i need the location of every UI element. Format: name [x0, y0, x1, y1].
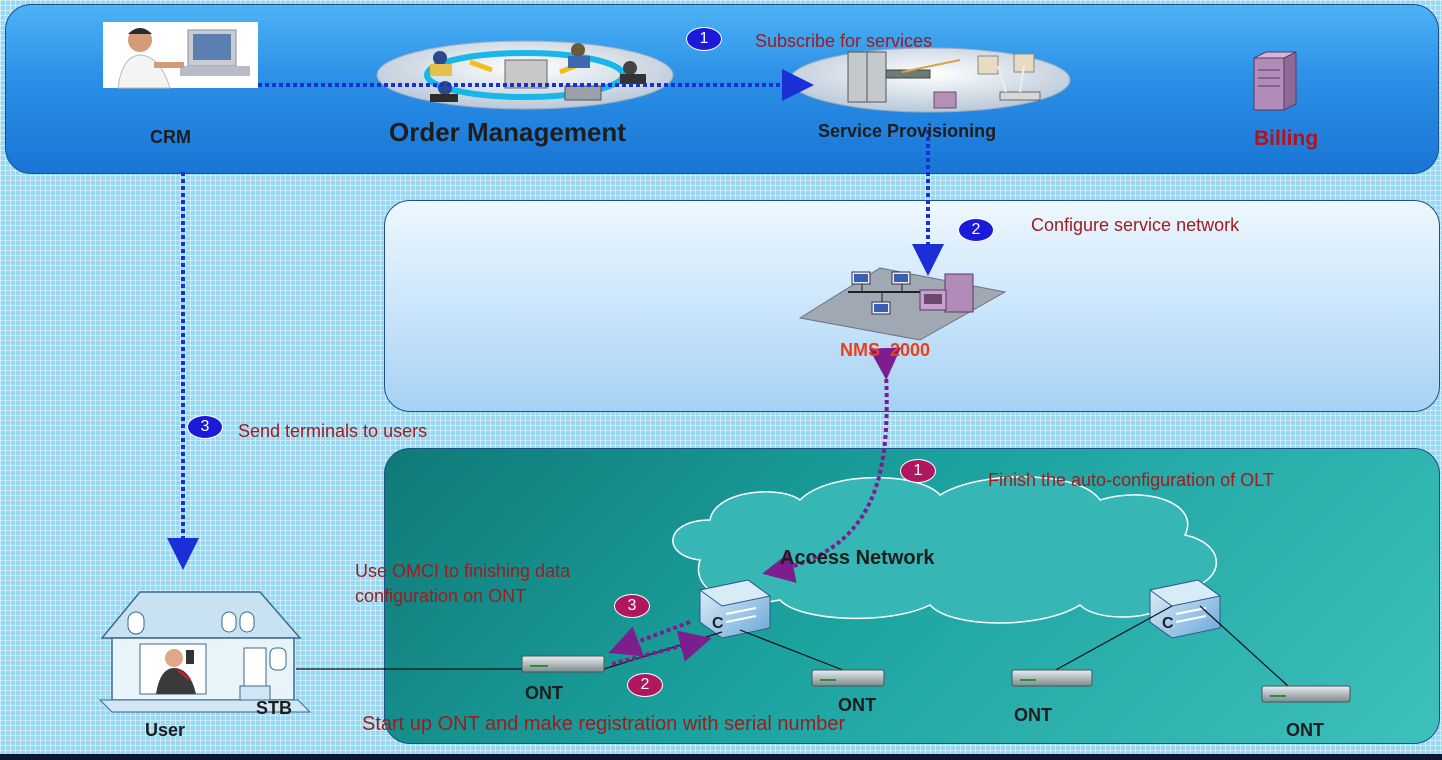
purple-flow-arrows — [608, 347, 902, 666]
nms-label: NMS 2000 — [840, 340, 931, 360]
order-management-icon — [376, 40, 674, 110]
access-step-2-badge: 2 — [627, 673, 663, 697]
bottom-divider — [0, 754, 1442, 760]
ont-device-icon — [1261, 685, 1351, 703]
omci-text-line1: Use OMCI to finishing data — [355, 561, 571, 581]
ont-label-2: ONT — [838, 695, 876, 715]
ont-device-icon — [811, 669, 885, 687]
blue-flow-arrows — [167, 69, 944, 570]
order-management-label: Order Management — [389, 117, 626, 147]
access-network-label: Access Network — [780, 547, 935, 569]
registration-text: Start up ONT and make registration with … — [362, 713, 846, 735]
user-house-icon — [98, 591, 312, 713]
access-step-3-badge: 3 — [614, 594, 650, 618]
omci-text-line2: configuration on ONT — [355, 586, 527, 606]
crm-operator-icon — [103, 22, 258, 89]
svg-text:C: C — [1162, 615, 1174, 632]
step-3-badge: 3 — [187, 415, 223, 439]
service-provisioning-label: Service Provisioning — [818, 121, 997, 141]
billing-label: Billing — [1254, 127, 1319, 150]
svg-text:C: C — [712, 615, 724, 632]
send-terminals-text: Send terminals to users — [238, 421, 428, 441]
stb-label: STB — [256, 698, 292, 718]
olt-switch-icon: C — [698, 579, 772, 639]
configure-step-text: Configure service network — [1031, 215, 1240, 235]
service-provisioning-icon — [789, 47, 1071, 113]
ont-label-4: ONT — [1286, 720, 1324, 740]
ont-label-1: ONT — [525, 683, 563, 703]
ont-label-3: ONT — [1014, 705, 1052, 725]
crm-label: CRM — [150, 127, 191, 147]
access-step-1-badge: 1 — [900, 459, 936, 483]
ont-device-icon — [1011, 669, 1093, 687]
subscribe-step-text: Subscribe for services — [755, 31, 933, 51]
fiber-lines — [296, 605, 1289, 687]
auto-config-text: Finish the auto-configuration of OLT — [988, 470, 1274, 490]
ont-device-icon — [521, 655, 605, 673]
billing-server-icon — [1253, 51, 1297, 111]
step-2-badge: 2 — [958, 218, 994, 242]
step-1-badge: 1 — [686, 27, 722, 51]
user-label: User — [145, 720, 186, 740]
olt-switch-icon: C — [1148, 579, 1222, 639]
nms-network-icon — [798, 267, 1007, 341]
